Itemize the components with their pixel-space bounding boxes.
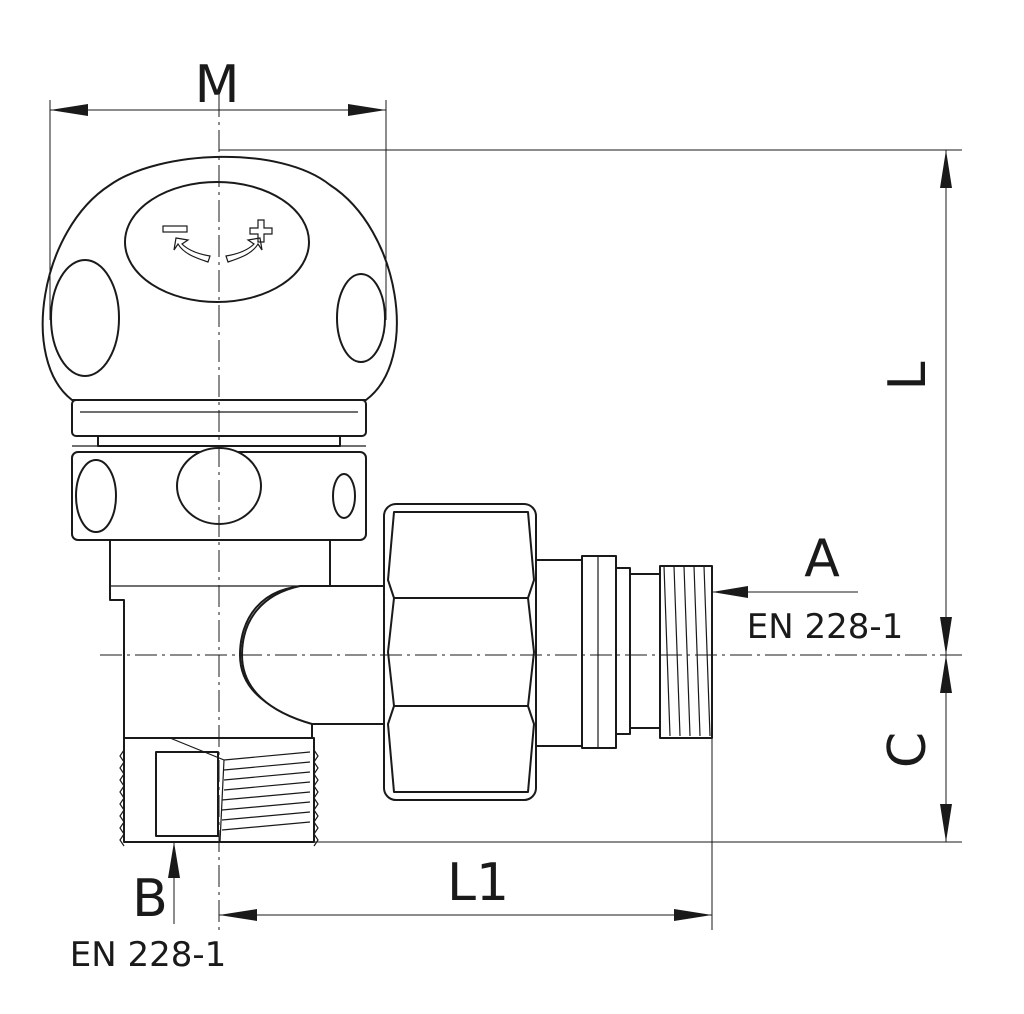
- connection-label-b: B: [132, 869, 168, 929]
- dimension-l: [219, 149, 962, 655]
- dimension-label-m: M: [195, 55, 240, 115]
- connection-label-a: A: [804, 529, 840, 589]
- connection-b-pointer: [168, 842, 180, 924]
- dimension-label-l: L: [878, 361, 938, 390]
- head-grip-right: [336, 273, 386, 363]
- union-nut: [383, 503, 537, 801]
- valve-body: [109, 539, 385, 739]
- dimension-m: [49, 100, 387, 320]
- dimension-l1: [219, 738, 713, 930]
- connection-b-standard: EN 228-1: [70, 935, 227, 975]
- minus-plus-adjust-icon: [162, 219, 273, 263]
- head-grip-left: [50, 259, 120, 377]
- side-tailpiece: [535, 555, 713, 749]
- head-dial-face: [124, 181, 310, 303]
- connection-a-pointer: [712, 586, 858, 598]
- dimension-label-l1: L1: [447, 853, 509, 913]
- connection-a-standard: EN 228-1: [747, 607, 904, 647]
- dimension-c: [310, 655, 962, 843]
- dimension-label-c: C: [878, 732, 938, 768]
- valve-head: [41, 155, 398, 447]
